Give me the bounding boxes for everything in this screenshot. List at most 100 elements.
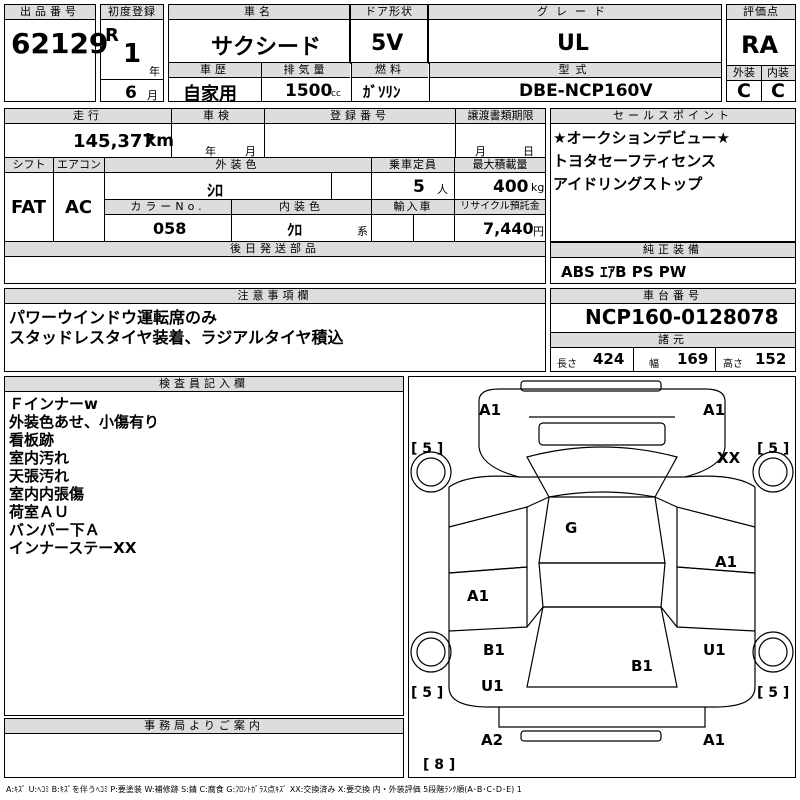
score: RA (741, 31, 779, 59)
month-unit: 月 (147, 89, 158, 102)
damage-mark: A1 (703, 731, 726, 749)
spec-label: 諸元 (551, 332, 795, 348)
damage-mark: B1 (483, 641, 505, 659)
recycle-fee: 7,440 (483, 219, 534, 238)
office-info: 事務局よりご案内 (4, 718, 404, 778)
fuel: ｶﾞｿﾘﾝ (363, 83, 401, 101)
reg-month: 6 (125, 83, 137, 103)
capacity-label: 乗車定員 (372, 158, 454, 173)
door-cell: ドア形状 5V (350, 4, 428, 64)
inspector-line: 室内汚れ (9, 449, 70, 467)
int-grade: C (771, 80, 785, 102)
inspection-year: 年 (205, 145, 216, 158)
inspection-month: 月 (245, 145, 256, 158)
inspector-line: Ｆインナーw (9, 395, 98, 413)
ac-label: エアコン (54, 158, 104, 173)
shift-label: シフト (5, 158, 53, 173)
mileage-unit: km (145, 131, 175, 151)
max-load: 400 (493, 177, 529, 197)
disp-label: 排気量 (262, 63, 350, 78)
caution-line: スタッドレスタイヤ装着、ラジアルタイヤ積込 (9, 328, 344, 347)
load-unit: kg (531, 181, 545, 194)
selling-points: セールスポイント ★オークションデビュー★ トヨタセーフティセンス アイドリング… (550, 108, 796, 242)
transfer-month: 月 (475, 145, 486, 158)
damage-mark: U1 (703, 641, 726, 659)
lot-label: 出品番号 (5, 5, 95, 20)
score-label: 評価点 (727, 5, 795, 20)
damage-mark: A1 (703, 401, 726, 419)
displacement: 1500 (285, 81, 333, 101)
equipment-text: ABS ｴｱB PS PW (561, 263, 687, 281)
grade: UL (557, 31, 589, 56)
load-label: 最大積載量 (455, 158, 545, 173)
regno-label: 登録番号 (265, 109, 455, 124)
lot-cell: 出品番号 62129 (4, 4, 108, 102)
int-label: 内装 (761, 66, 795, 81)
len-label: 長さ (557, 359, 577, 370)
door-type: 5V (371, 31, 404, 56)
fuel-label: 燃料 (352, 63, 428, 78)
inspection-label: 車検 (172, 109, 264, 124)
damage-mark: A1 (479, 401, 502, 419)
era: R (105, 25, 119, 46)
car-name-cell: 車名 サクシード (168, 4, 350, 64)
damage-mark: U1 (481, 677, 504, 695)
ext-grade: C (737, 80, 751, 102)
selling-line: ★オークションデビュー★ (553, 129, 730, 147)
capacity-unit: 人 (437, 183, 448, 196)
caution: 注意事項欄 パワーウインドウ運転席のみ スタッドレスタイヤ装着、ラジアルタイヤ積… (4, 288, 546, 372)
tire-depth: [ 5 ] (411, 685, 444, 701)
damage-mark: XX (717, 449, 741, 467)
equipment-label: 純正装備 (551, 243, 795, 258)
inspector-line: バンパー下Ａ (9, 521, 100, 539)
interior-color: ｸﾛ (287, 221, 303, 239)
height: 152 (755, 350, 787, 368)
recycle-label: リサイクル預託金 (455, 200, 545, 215)
chassis: 車台番号 NCP160-0128078 諸元 長さ 424 幅 169 高さ 1… (550, 288, 796, 372)
inspector-notes: 検査員記入欄 Ｆインナーw 外装色あせ、小傷有り 看板跡 室内汚れ 天張汚れ 室… (4, 376, 404, 716)
car-name-label: 車名 (169, 5, 349, 20)
history: 自家用 (183, 84, 237, 105)
spec-table: 走行 145,377 km 車検 年 月 登録番号 譲渡書類期限 月 日 シフト… (4, 108, 546, 284)
car-name: サクシード (211, 35, 322, 60)
caution-line: パワーウインドウ運転席のみ (9, 308, 218, 327)
selling-line: トヨタセーフティセンス (553, 152, 716, 170)
inspector-line: 看板跡 (9, 431, 55, 449)
damage-mark: B1 (631, 657, 653, 675)
transfer-day: 日 (523, 145, 534, 158)
hgt-label: 高さ (723, 359, 743, 370)
later-label: 後日発送部品 (5, 242, 545, 257)
colorno-label: カラーNo. (105, 200, 231, 215)
office-label: 事務局よりご案内 (5, 719, 403, 734)
vehicle-diagram: A1 A1 XX G A1 A1 B1 U1 B1 U1 A2 A1 [ 5 ]… (408, 376, 796, 778)
model-code: DBE-NCP160V (519, 81, 653, 101)
intcolor-label: 内装色 (232, 200, 371, 215)
chassis-number: NCP160-0128078 (585, 305, 779, 329)
length: 424 (593, 350, 625, 368)
damage-mark: G (565, 519, 578, 537)
first-reg-cell: 初度登録 R 1 年 6 月 (100, 4, 164, 103)
legend: A:ｷｽﾞ U:ﾍｺﾐ B:ｷｽﾞを伴うﾍｺﾐ P:要塗装 W:補修跡 S:錆 … (6, 785, 522, 794)
grade-label: グレード (429, 5, 721, 20)
color-label: 外装色 (105, 158, 371, 173)
width: 169 (677, 350, 709, 368)
inspector-line: 外装色あせ、小傷有り (9, 413, 160, 431)
inspector-line: インナーステーXX (9, 539, 137, 557)
inspector-line: 天張汚れ (9, 467, 70, 485)
history-row: 車歴 自家用 排気量 1500 cc 燃料 ｶﾞｿﾘﾝ 型式 DBE-NCP16… (168, 62, 722, 105)
tire-depth: [ 5 ] (757, 685, 790, 701)
disp-unit: cc (331, 89, 341, 99)
grade-cell: グレード UL (428, 4, 722, 64)
lot-number: 62129 (11, 27, 109, 60)
shift: FAT (11, 197, 47, 218)
reg-year: 1 (123, 39, 142, 69)
aircon: AC (65, 197, 93, 218)
damage-mark: A1 (715, 553, 738, 571)
selling-label: セールスポイント (551, 109, 795, 124)
mileage: 145,377 (73, 131, 155, 152)
capacity: 5 (413, 177, 425, 197)
caution-label: 注意事項欄 (5, 289, 545, 304)
tire-depth: [ 5 ] (757, 441, 790, 457)
intcolor-unit: 系 (357, 225, 368, 238)
tire-depth: [ 5 ] (411, 441, 444, 457)
